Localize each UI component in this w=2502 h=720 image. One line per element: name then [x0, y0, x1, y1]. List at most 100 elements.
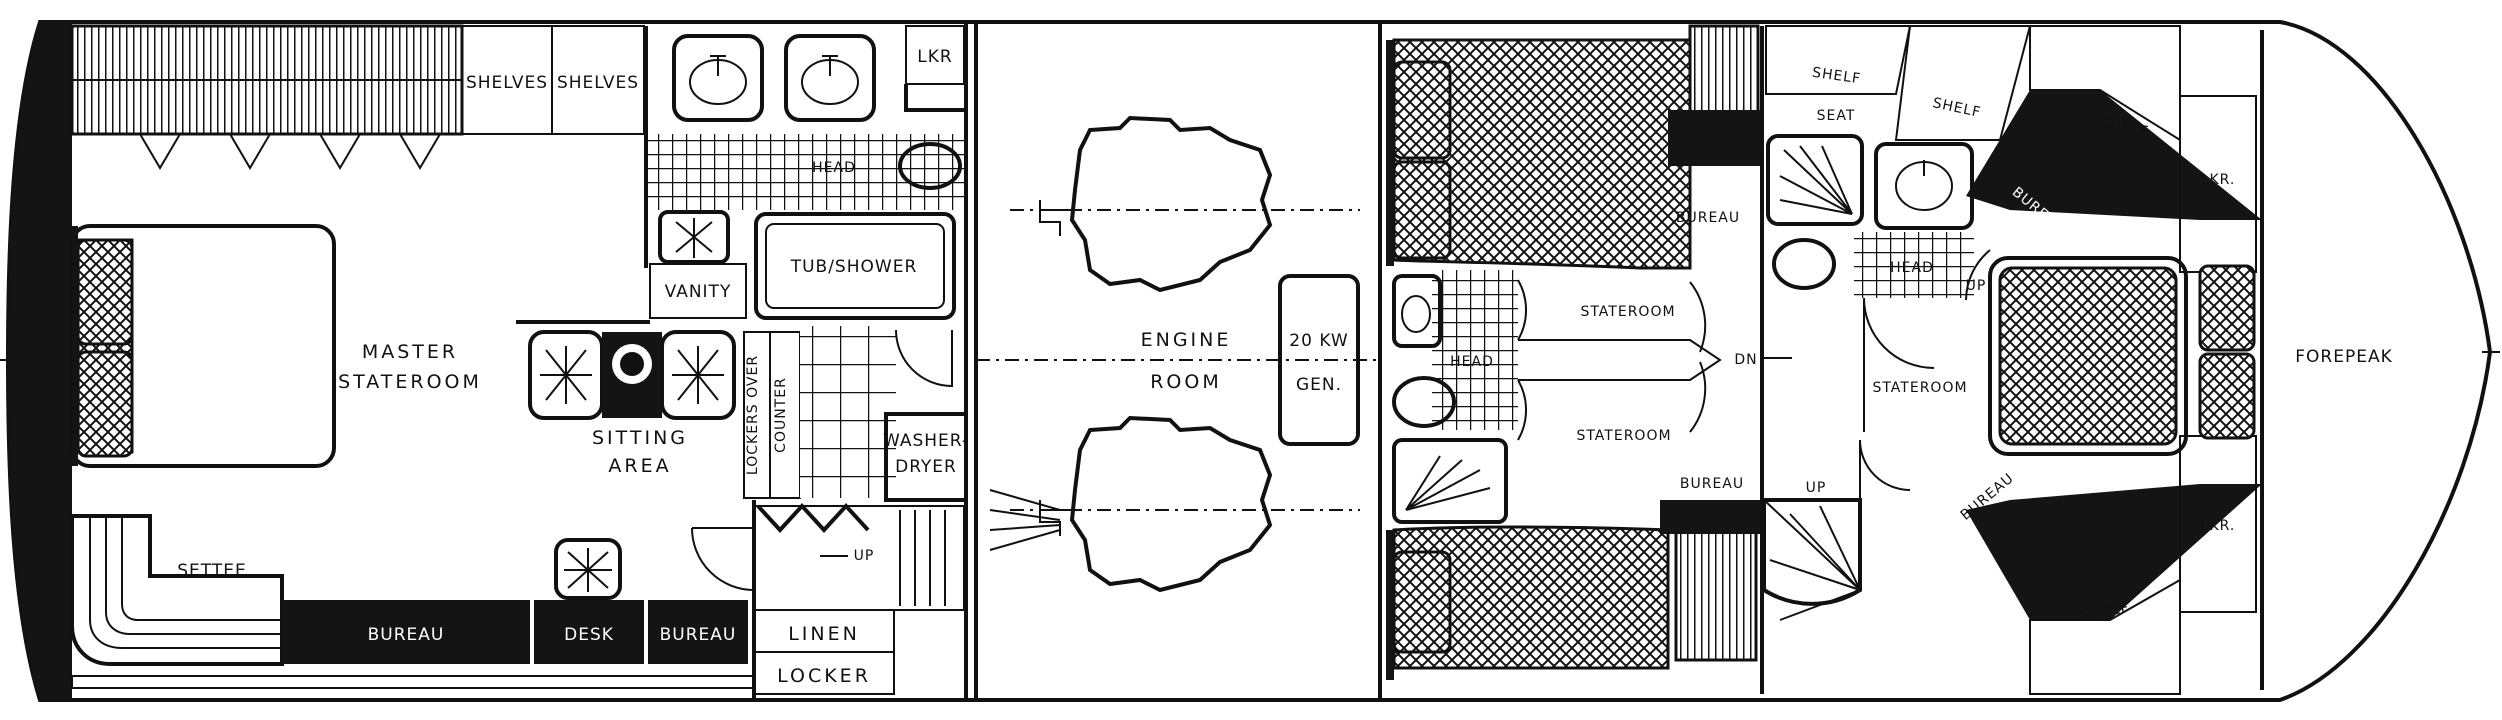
engine-room-label-1: ENGINE: [1141, 329, 1232, 351]
fwd-toilet: [1772, 238, 1836, 290]
fwd-sink: [1874, 142, 1974, 230]
shelf-2-label: SHELF: [1931, 95, 1982, 121]
engine-starboard: [1010, 115, 1360, 293]
aft-deck-rail: [71, 675, 755, 689]
aft-stair-chevrons: [756, 503, 870, 533]
fwd-bed-pillow-1: [2198, 264, 2256, 352]
shelves-1-label: SHELVES: [466, 73, 548, 93]
stair-door: [1859, 439, 1911, 560]
mid-head-label: HEAD: [1450, 354, 1494, 370]
aft-stair-treads: [899, 510, 946, 606]
lkr-fwd-1-label: LKR.: [2201, 172, 2236, 188]
master-bed-pillow-1: [76, 238, 134, 346]
laundry-door-swing: [895, 329, 953, 388]
head-sink-1: [672, 34, 764, 122]
locker-door-swings: [139, 133, 441, 170]
spiral-stair: [1762, 498, 1862, 621]
desk-chair: [554, 538, 622, 600]
master-stateroom-label-1: MASTER: [362, 341, 458, 363]
dn-label: DN: [1734, 352, 1757, 368]
vanity-label: VANITY: [665, 282, 732, 302]
generator: [1278, 274, 1360, 446]
guest-lower-bureau-block: [1660, 500, 1760, 534]
guest-berth-upper: [1392, 38, 1692, 270]
aft-head-label: HEAD: [812, 160, 856, 176]
fwd-shelf-2: [1894, 25, 2032, 141]
guest-berth-lower-pillow-1: [1392, 550, 1452, 654]
desk: [534, 600, 644, 664]
generator-label-1: 20 KW: [1289, 331, 1348, 351]
settee-label: SETTEE: [177, 561, 246, 581]
aft-up-label: UP: [854, 548, 875, 564]
settee-cushion-lines: [89, 516, 282, 649]
master-bed-pillow-2: [76, 350, 134, 458]
stateroom-1-label: STATEROOM: [1580, 304, 1675, 320]
fwd-shelf-3: [2029, 25, 2181, 142]
mid-head-door-swing: [1517, 279, 1528, 341]
lkr-fwd-2-label: LKR.: [2201, 518, 2236, 534]
washer-dryer-label-2: DRYER: [895, 457, 957, 477]
up-fwd-label: UP: [1806, 480, 1827, 496]
bureau-1-label: BUREAU: [368, 625, 445, 645]
bureau-2: [648, 600, 748, 664]
mid-head-shower: [1392, 438, 1508, 524]
aft-lkr-wall: [904, 84, 964, 112]
guest-lower-locker: [1674, 528, 1758, 662]
aft-lkr-label: LKR: [917, 47, 952, 67]
settee: [70, 514, 284, 666]
fwd-shelf-1: [1765, 25, 1912, 95]
sitting-area-label-1: SITTING: [592, 427, 688, 449]
fwd-shelf-4: [2029, 578, 2181, 695]
bureau-2-label: BUREAU: [660, 625, 737, 645]
stateroom-3-label: STATEROOM: [1872, 380, 1967, 396]
mid-head-floor: [1432, 270, 1518, 430]
guest-berth-upper-pillow-2: [1392, 160, 1452, 260]
mid-head-toilet: [1392, 376, 1456, 428]
fwd-bureau-lower: [1966, 484, 2262, 620]
fwd-bed-mattress: [1998, 266, 2178, 446]
shelves-2-label: SHELVES: [557, 73, 639, 93]
bureau-fwd-1-label: BUREAU: [1676, 210, 1740, 226]
mid-head-sink: [1392, 274, 1442, 348]
guest-berth-upper-pillow-1: [1392, 60, 1452, 160]
master-door-swing: [691, 527, 755, 591]
bureau-1: [282, 600, 530, 664]
head-sink-2: [784, 34, 876, 122]
master-stateroom-label-2: STATEROOM: [338, 371, 482, 393]
vanity: [649, 263, 747, 319]
sitting-chair-1: [528, 330, 604, 420]
fwd-shower: [1766, 134, 1864, 226]
fwd-bureau-upper: [1966, 90, 2262, 220]
engine-room-label-2: ROOM: [1150, 371, 1222, 393]
transom-wall: [8, 22, 72, 700]
bureau-fwd-2-label: BUREAU: [1680, 476, 1744, 492]
laundry-tile-floor: [800, 326, 896, 498]
mid-head-door-swing-2: [1517, 379, 1528, 441]
side-table: [602, 332, 662, 418]
locker-label: LOCKER: [777, 665, 871, 687]
washer-dryer-label-1: WASHER-: [883, 431, 969, 451]
locker: [753, 651, 895, 695]
corridor-walls: [1518, 339, 1722, 381]
engine-port: [989, 415, 1360, 593]
fwd-head-door: [1863, 297, 1935, 432]
master-bed-left-dark: [72, 226, 78, 466]
desk-label: DESK: [564, 625, 614, 645]
stateroom-2-label: STATEROOM: [1576, 428, 1671, 444]
counter-label: COUNTER: [773, 377, 789, 453]
stateroom-doors: [1689, 281, 1707, 433]
sitting-chair-2: [660, 330, 736, 420]
forepeak-label: FOREPEAK: [2295, 347, 2392, 367]
seat-label: SEAT: [1817, 108, 1856, 124]
guest-upper-bureau-block: [1668, 110, 1762, 166]
head-fwd-label: HEAD: [1890, 260, 1934, 276]
linen-label: LINEN: [788, 623, 860, 645]
up-fwd-2-label: UP: [1966, 278, 1987, 294]
tub-shower-label: TUB/SHOWER: [790, 257, 918, 277]
sitting-area-label-2: AREA: [608, 455, 671, 477]
guest-berth-upper-dark-edge: [1386, 40, 1394, 266]
fwd-bed-pillow-2: [2198, 352, 2256, 440]
guest-berth-lower-dark-edge: [1386, 530, 1394, 680]
generator-label-2: GEN.: [1296, 375, 1342, 395]
